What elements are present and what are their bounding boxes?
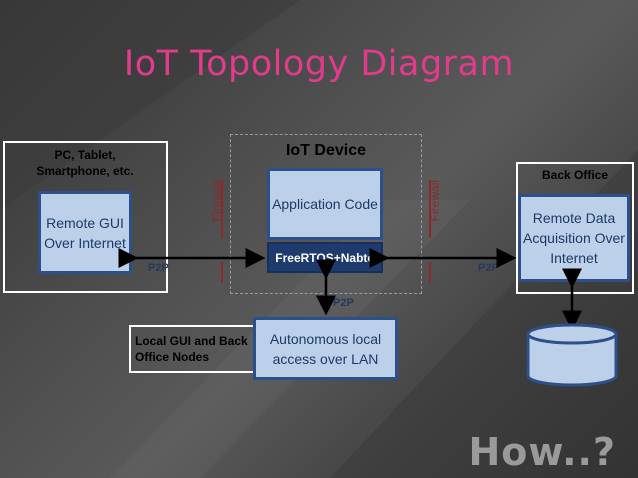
how-caption: How..? xyxy=(468,430,616,474)
application-code-box: Application Code xyxy=(267,168,383,240)
clients-label: PC, Tablet, Smartphone, etc. xyxy=(36,148,134,178)
back-office-label: Back Office xyxy=(541,168,609,182)
freertos-nabto-box: FreeRTOS+Nabto xyxy=(267,242,383,273)
clients-frame xyxy=(3,141,168,293)
remote-gui-box: Remote GUI Over Internet xyxy=(38,191,132,274)
database-icon xyxy=(526,323,618,387)
p2p-down-label: P2P xyxy=(333,297,354,309)
local-gui-label: Local GUI and Back Office Nodes xyxy=(135,334,248,364)
autonomous-lan-box: Autonomous local access over LAN xyxy=(253,317,398,380)
diagram-title: IoT Topology Diagram xyxy=(123,44,515,84)
iot-device-label: IoT Device xyxy=(285,142,367,159)
